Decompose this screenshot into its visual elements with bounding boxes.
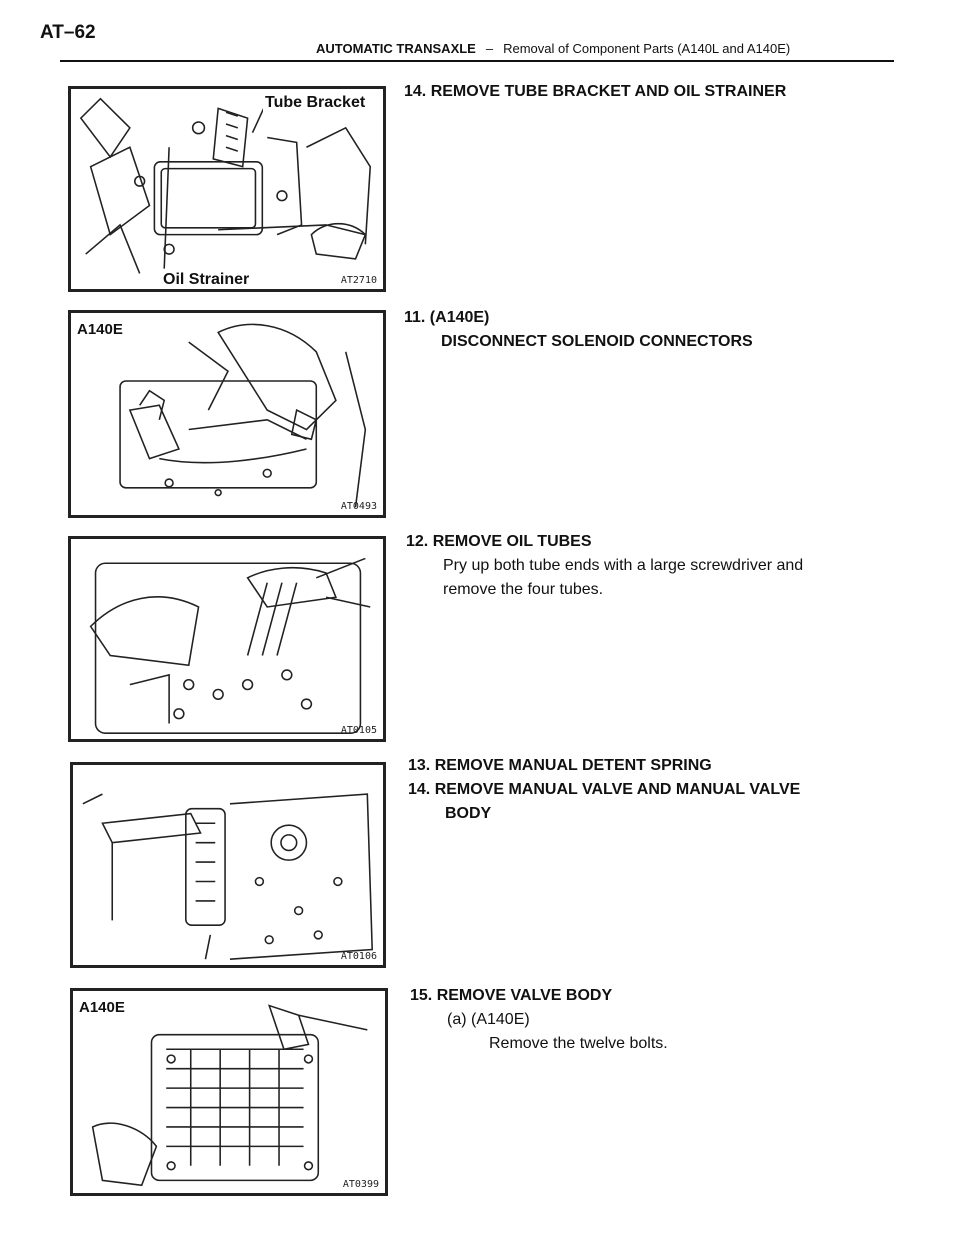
figure-badge: A140E [77, 321, 123, 338]
step-heading: 15. REMOVE VALVE BODY [410, 987, 613, 1004]
figure-solenoid-connectors: A140E AT0493 [68, 310, 386, 518]
figure-code: AT0106 [340, 951, 377, 962]
label-tube-bracket: Tube Bracket [263, 94, 368, 112]
step-remove-oil-tubes: 12. REMOVE OIL TUBES Pry up both tube en… [406, 530, 803, 602]
step-heading: 13. REMOVE MANUAL DETENT SPRING [408, 757, 712, 774]
step-body-line: Pry up both tube ends with a large screw… [443, 557, 804, 574]
header-separator: – [485, 41, 494, 56]
figure-valve-body-illustration [91, 1004, 368, 1187]
step-heading: 11. (A140E) [404, 309, 490, 326]
figure-manual-valve: AT0106 [70, 762, 386, 968]
step-sub-item: (a) (A140E) [447, 1011, 530, 1028]
step-manual-valve: 13. REMOVE MANUAL DETENT SPRING 14. REMO… [408, 754, 800, 826]
step-body-line: remove the four tubes. [443, 581, 604, 598]
label-oil-strainer: Oil Strainer [161, 271, 252, 289]
figure-code: AT0493 [340, 501, 377, 512]
figure-badge: A140E [79, 999, 125, 1016]
section-title: AUTOMATIC TRANSAXLE [316, 41, 476, 56]
step-remove-valve-body: 15. REMOVE VALVE BODY (a) (A140E) Remove… [410, 984, 668, 1056]
figure-solenoid-illustration [119, 323, 367, 508]
step-sub-body: Remove the twelve bolts. [489, 1035, 668, 1052]
figure-code: AT0105 [340, 725, 377, 736]
figure-oil-tubes-illustration [89, 557, 371, 734]
figure-manual-valve-illustration [82, 793, 374, 960]
figure-code: AT0399 [342, 1179, 379, 1190]
figure-tube-bracket-illustration [79, 97, 372, 274]
figure-valve-body: A140E AT0399 [70, 988, 388, 1196]
page-number: AT–62 [40, 22, 96, 43]
step-heading: 14. REMOVE MANUAL VALVE AND MANUAL VALVE [408, 781, 801, 798]
step-heading-continued: BODY [445, 805, 492, 822]
figure-code: AT2710 [340, 275, 377, 286]
step-heading: 14. REMOVE TUBE BRACKET AND OIL STRAINER [404, 83, 787, 100]
figure-oil-tubes: AT0105 [68, 536, 386, 742]
figure-tube-bracket: Tube Bracket Oil Strainer AT2710 [68, 86, 386, 292]
step-heading-continued: DISCONNECT SOLENOID CONNECTORS [441, 333, 753, 350]
step-remove-tube-bracket: 14. REMOVE TUBE BRACKET AND OIL STRAINER [404, 80, 786, 104]
running-header: AUTOMATIC TRANSAXLE–Removal of Component… [316, 41, 790, 56]
header-subtitle: Removal of Component Parts (A140L and A1… [503, 41, 791, 56]
step-disconnect-solenoid: 11. (A140E) DISCONNECT SOLENOID CONNECTO… [404, 306, 753, 354]
step-heading: 12. REMOVE OIL TUBES [406, 533, 592, 550]
header-rule [60, 60, 894, 62]
